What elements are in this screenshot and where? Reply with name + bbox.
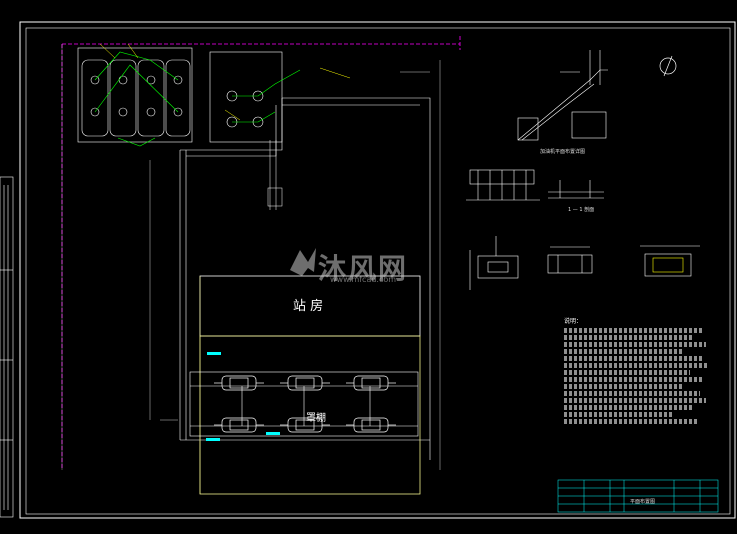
note-line [564, 412, 674, 417]
note-line [564, 370, 690, 375]
detail-title-2: 1 — 1 剖面 [568, 207, 595, 213]
note-line [564, 419, 698, 424]
tank-area [77, 47, 283, 143]
canopy-label: 罩棚 [306, 413, 326, 424]
tank-annotations [99, 43, 351, 121]
mfcad-logo-icon [290, 248, 316, 276]
note-line [564, 328, 704, 333]
tank-piping [94, 51, 301, 147]
compass-icon [659, 55, 677, 77]
detail-drawing-3 [548, 180, 604, 199]
detail-drawing-6 [640, 245, 700, 277]
notes-title: 说明： [564, 318, 583, 325]
note-line [564, 363, 708, 368]
note-line [564, 384, 682, 389]
dispensers [214, 375, 396, 433]
watermark-brand: 沐风网 [318, 252, 409, 285]
design-notes: 说明： [564, 316, 714, 426]
inner-frame [25, 27, 731, 515]
dispenser-piping [189, 371, 419, 437]
note-line [564, 356, 702, 361]
dimension-lines [149, 60, 441, 470]
binding-strip [0, 176, 14, 518]
detail-title-1: 加油机平面布置详图 [540, 149, 586, 155]
note-line [564, 335, 694, 340]
note-line [564, 405, 692, 410]
outer-frame [19, 21, 736, 519]
title-block [557, 479, 719, 513]
detail-drawing-1 [517, 50, 608, 141]
detail-drawing-4 [469, 236, 519, 290]
station-room-label: 站 房 [293, 299, 324, 314]
note-line [564, 377, 704, 382]
note-line [564, 342, 706, 347]
detail-drawing-2 [466, 169, 540, 201]
dispenser-markers [206, 352, 280, 441]
note-line [564, 391, 700, 396]
sheet-title: 平面布置图 [630, 499, 656, 505]
note-line [564, 349, 684, 354]
watermark-url: www.mfcad.com [330, 275, 397, 284]
note-line [564, 398, 706, 403]
detail-drawing-5 [547, 246, 593, 274]
vertical-pipes [267, 140, 283, 210]
